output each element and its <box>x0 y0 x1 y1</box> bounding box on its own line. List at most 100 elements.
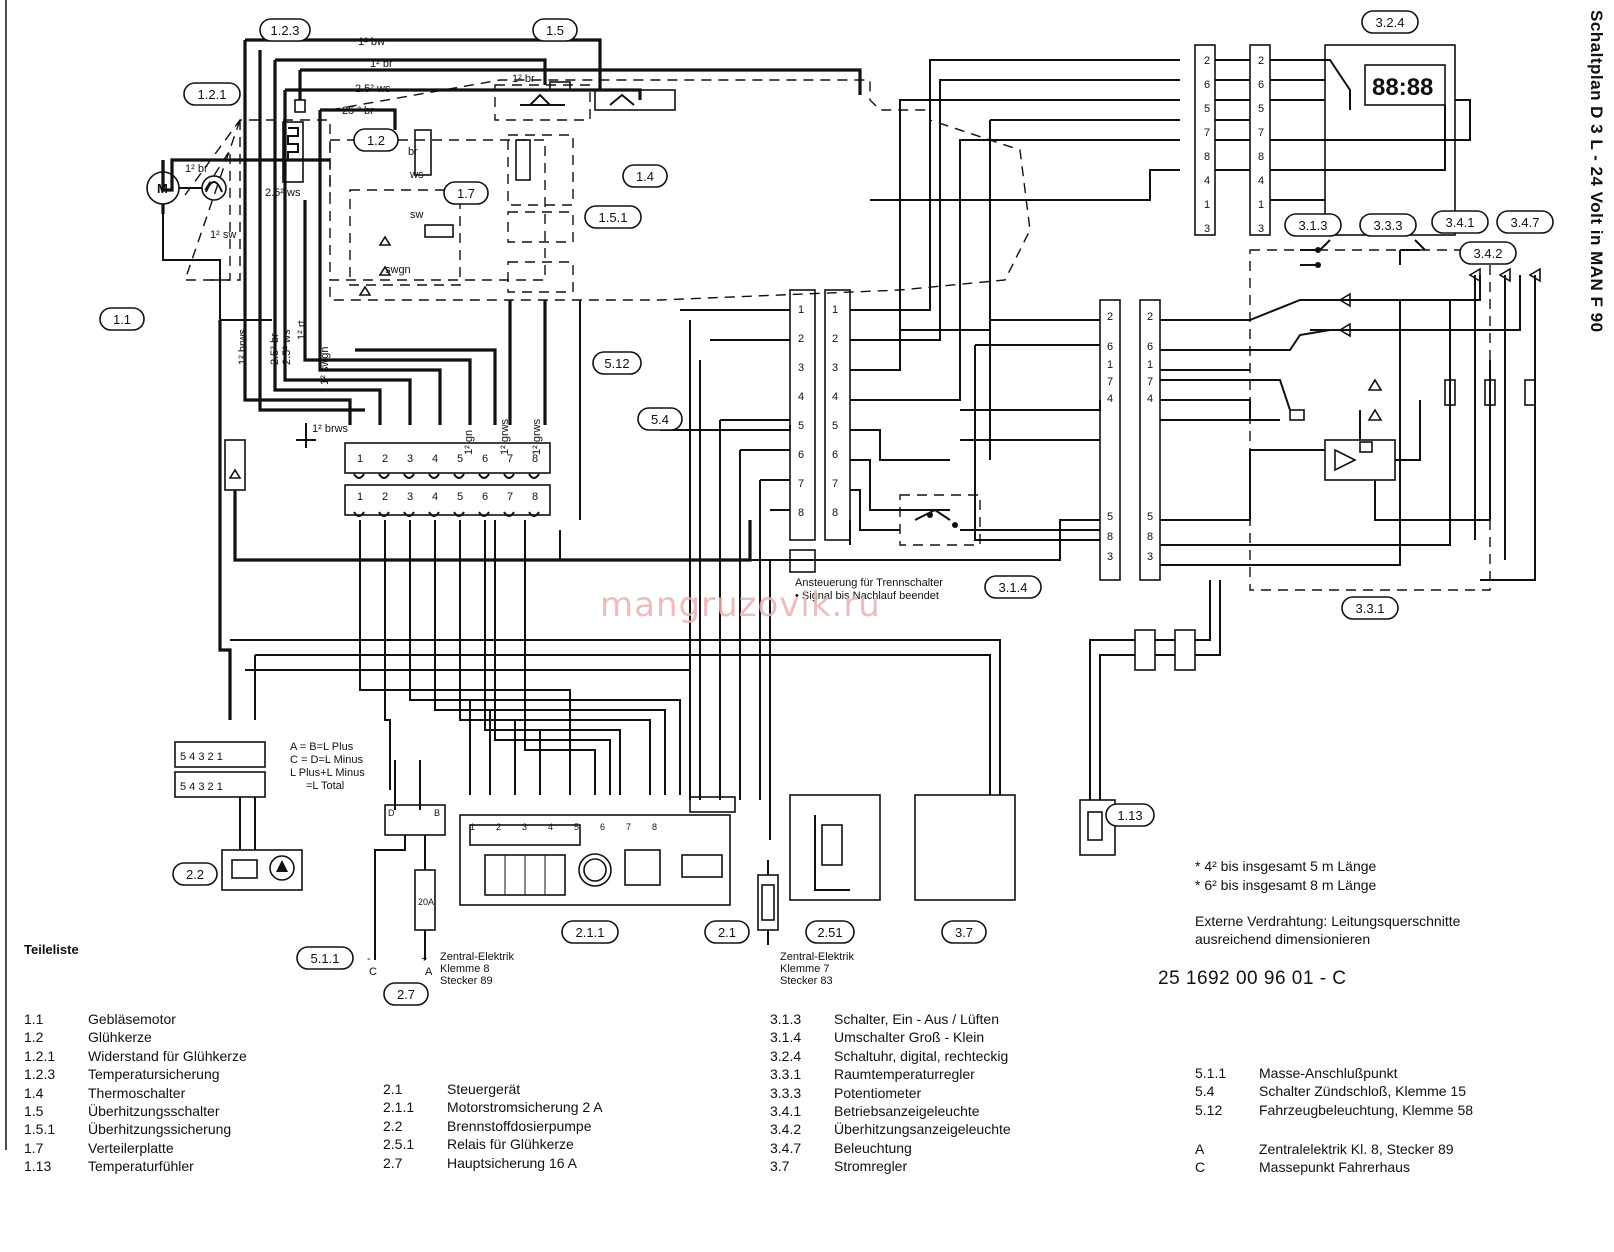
part-id: 3.3.1 <box>770 1066 802 1083</box>
trennschalter-note: Ansteuerung für Trennschalter • Signal b… <box>795 577 943 602</box>
ctrl-pin-left-3: 3 <box>1107 551 1113 563</box>
part-name: Massepunkt Fahrerhaus <box>1259 1159 1410 1176</box>
svg-text:1.2.1: 1.2.1 <box>198 87 227 102</box>
indicator-lamps <box>1338 267 1541 581</box>
wire-label: 25 ² br <box>342 105 374 117</box>
part-name: Potentiometer <box>834 1084 922 1101</box>
control-unit-pin-7: 7 <box>626 822 631 832</box>
part-name: Raumtemperaturregler <box>834 1066 975 1083</box>
wire-label: 1² br <box>512 73 535 85</box>
wire-label: 2.5² ws <box>355 83 391 95</box>
svg-text:2.2: 2.2 <box>186 867 204 882</box>
parts-row: 2.5.1 Relais für Glühkerze <box>383 1135 603 1153</box>
part-name: Stromregler <box>834 1158 908 1175</box>
svg-text:5.1.1: 5.1.1 <box>311 951 340 966</box>
legend-line: C = D=L Minus <box>290 754 363 766</box>
ctrl-pin-right-7: 7 <box>1147 376 1153 388</box>
part-id: 2.7 <box>383 1154 403 1171</box>
part-id: 1.13 <box>24 1158 52 1175</box>
svg-text:1.2.3: 1.2.3 <box>271 23 300 38</box>
power-connector: 5 4 3 2 1 5 4 3 2 1 <box>174 741 266 850</box>
part-id: 3.2.4 <box>770 1047 802 1064</box>
document-number: 25 1692 00 96 01 - C <box>1158 968 1347 989</box>
part-name: Umschalter Groß - Klein <box>834 1029 985 1046</box>
svg-text:2.51: 2.51 <box>817 925 842 940</box>
part-name: Gebläsemotor <box>88 1011 176 1027</box>
svg-text:3.3.3: 3.3.3 <box>1374 218 1403 233</box>
heater-outline <box>184 79 1031 301</box>
part-id: 2.5.1 <box>383 1136 415 1153</box>
heater-pin-bottom-1: 1 <box>357 491 363 503</box>
mid-pin-right-5: 5 <box>832 420 838 432</box>
fuel-pump <box>221 849 303 891</box>
fuse-rating: 20A <box>418 897 434 907</box>
clock-pin-right-5: 5 <box>1258 103 1264 115</box>
svg-text:1.1: 1.1 <box>113 312 131 327</box>
heater-pin-top-8: 8 <box>532 453 538 465</box>
control-unit-pin-5: 5 <box>574 822 579 832</box>
part-id: 2.1 <box>383 1081 403 1097</box>
mid-pin-left-4: 4 <box>798 391 804 403</box>
callout-1-2: 1.2 <box>353 128 399 152</box>
part-id: 1.1 <box>24 1011 44 1027</box>
svg-text:3.4.7: 3.4.7 <box>1511 215 1540 230</box>
control-unit-pin-1: 1 <box>470 822 475 832</box>
heater-pin-top-3: 3 <box>407 453 413 465</box>
heater-pin-bottom-4: 4 <box>432 491 438 503</box>
wire-label: 1² grws <box>499 418 511 455</box>
part-id: 1.5 <box>24 1103 44 1120</box>
wire-label: 1² rt <box>296 320 308 340</box>
connector-heater <box>344 442 551 516</box>
wire-label: 2.5² ws <box>281 329 293 365</box>
clock-pin-right-6: 6 <box>1258 79 1264 91</box>
note-line: • Signal bis Nachlauf beendet <box>795 590 939 602</box>
control-unit-pin-2: 2 <box>496 822 501 832</box>
heater-pin-bottom-8: 8 <box>532 491 538 503</box>
part-id: A <box>1195 1141 1205 1157</box>
part-name: Überhitzungsanzeigeleuchte <box>834 1121 1011 1138</box>
callout-1-2-1: 1.2.1 <box>183 82 241 106</box>
part-id: 3.4.1 <box>770 1103 802 1120</box>
wire-label-group: 1² bw 1² br 2.5² ws 25 ² br 1² br 1² br … <box>185 36 543 455</box>
part-name: Relais für Glühkerze <box>447 1136 574 1153</box>
ctrl-pin-right-4: 4 <box>1147 393 1153 405</box>
ctrl-pin-left-2: 2 <box>1107 311 1113 323</box>
part-name: Brennstoffdosierpumpe <box>447 1117 592 1134</box>
callout-1-5-1: 1.5.1 <box>584 205 642 229</box>
wire-label: 1² bw <box>358 36 385 48</box>
ctrl-pin-left-4: 4 <box>1107 393 1113 405</box>
wire-label: swgn <box>385 264 411 276</box>
svg-text:1.4: 1.4 <box>636 169 654 184</box>
svg-text:3.4.1: 3.4.1 <box>1446 215 1475 230</box>
heater-pin-top-6: 6 <box>482 453 488 465</box>
mid-pin-left-5: 5 <box>798 420 804 432</box>
callout-5-1-1: 5.1.1 <box>296 946 354 970</box>
control-unit <box>459 796 736 906</box>
svg-text:3.1.4: 3.1.4 <box>999 580 1028 595</box>
part-name: Schalter Zündschloß, Klemme 15 <box>1259 1083 1466 1100</box>
callout-1-13: 1.13 <box>1105 803 1155 827</box>
parts-list-title: Teileliste <box>24 942 79 957</box>
svg-text:1.5.1: 1.5.1 <box>599 210 628 225</box>
part-name: Schalter, Ein - Aus / Lüften <box>834 1011 999 1027</box>
clock-pin-right-4: 4 <box>1258 175 1264 187</box>
parts-row: 3.3.1 Raumtemperaturregler <box>770 1065 1011 1083</box>
mid-pin-right-4: 4 <box>832 391 838 403</box>
current-regulator <box>914 794 1016 901</box>
zentral-label-8: Zentral-Elektrik Klemme 8 Stecker 89 <box>440 951 514 987</box>
power-pins-bottom: 5 4 3 2 1 <box>180 781 223 793</box>
